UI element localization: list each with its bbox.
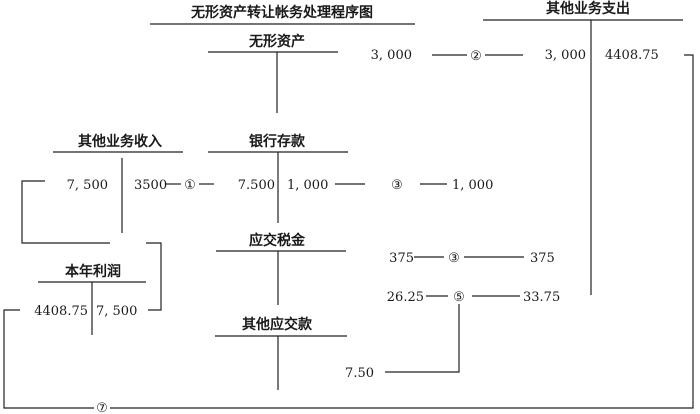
- bank-debit: 7.500: [238, 178, 275, 193]
- expense-close-amount: 4408.75: [605, 48, 659, 63]
- entry-5-right: 33.75: [523, 290, 560, 305]
- entry-7-connector: [3, 54, 694, 409]
- income-close-connector: [21, 180, 110, 244]
- diagram-title: 无形资产转让帐务处理程序图: [190, 4, 373, 21]
- tax-left: 375: [389, 251, 414, 266]
- entry-7-marker: ⑦: [96, 401, 108, 414]
- entry-5-other: 7.50: [345, 366, 374, 381]
- connector: [385, 304, 460, 373]
- entry-2-marker: ②: [470, 49, 482, 64]
- account-other-business-income: 其他业务收入: [78, 133, 162, 150]
- tax-marker: ③: [448, 251, 460, 266]
- profit-connector: [146, 242, 162, 311]
- account-other-business-expense: 其他业务支出: [546, 0, 630, 17]
- account-intangible-assets: 无形资产: [248, 33, 305, 50]
- income-debit: 7, 500: [67, 178, 108, 193]
- entry-5-marker: ⑤: [453, 290, 465, 305]
- entry-3-marker: ③: [391, 178, 403, 193]
- entry-1-marker: ①: [184, 178, 196, 193]
- account-bank-deposit: 银行存款: [249, 133, 306, 150]
- account-other-payables: 其他应交款: [242, 316, 313, 333]
- account-current-year-profit: 本年利润: [65, 263, 121, 280]
- income-credit: 3500: [134, 178, 167, 193]
- account-taxes-payable: 应交税金: [249, 232, 306, 249]
- entry-3-target: 1, 000: [452, 178, 493, 193]
- bank-credit: 1, 000: [287, 178, 328, 193]
- entry-2-debit: 3, 000: [371, 48, 412, 63]
- entry-2-credit: 3, 000: [545, 48, 586, 63]
- tax-right: 375: [530, 251, 555, 266]
- profit-debit: 4408.75: [34, 304, 88, 319]
- entry-5-left: 26.25: [387, 290, 424, 305]
- profit-credit: 7, 500: [96, 304, 137, 319]
